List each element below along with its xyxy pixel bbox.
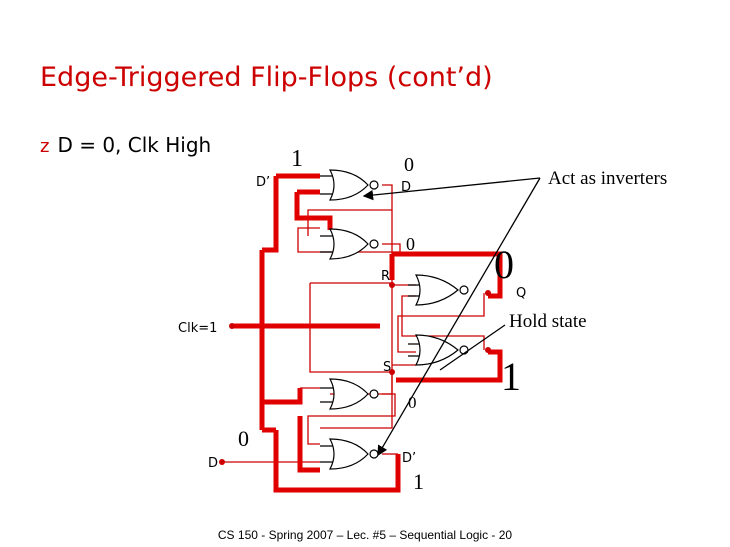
label-d-top: D <box>401 180 411 195</box>
value-top-one: 1 <box>291 146 303 172</box>
value-bottom-one: 1 <box>413 469 424 494</box>
signal-labels: D’ D R S Clk=1 D D’ Q <box>178 175 526 471</box>
value-q-zero: 0 <box>494 242 514 287</box>
nand-gate-q-bar <box>415 334 469 366</box>
label-d-prime-top: D’ <box>256 175 270 190</box>
thin-wires <box>222 184 485 463</box>
annotations: Act as inverters Hold state <box>509 168 667 332</box>
label-s: S <box>383 360 391 375</box>
nand-gate-2 <box>329 228 379 260</box>
nand-gate-1 <box>329 169 379 201</box>
label-d-input: D <box>208 456 218 471</box>
value-second-zero: 0 <box>406 234 415 254</box>
thick-wires <box>232 173 503 493</box>
value-fourth-zero: 0 <box>408 393 417 412</box>
arrow-hold-state <box>439 324 506 371</box>
annotation-hold-state: Hold state <box>509 311 587 332</box>
nand-gate-5 <box>329 438 379 470</box>
label-q: Q <box>516 286 526 301</box>
value-d-zero: 0 <box>238 426 249 451</box>
value-top-zero: 0 <box>404 154 414 176</box>
nand-gate-4 <box>329 378 379 410</box>
value-qbar-one: 1 <box>501 354 521 399</box>
nand-gate-3 <box>415 274 469 306</box>
annotation-arrows <box>362 177 541 457</box>
junction-dots <box>219 282 491 465</box>
bullet-text: D = 0, Clk High <box>57 133 212 157</box>
label-d-prime-bottom: D’ <box>402 451 416 466</box>
slide-title: Edge-Triggered Flip-Flops (cont’d) <box>40 62 493 93</box>
bullet-icon: z <box>40 136 50 157</box>
gates <box>320 169 469 470</box>
annotation-inverters: Act as inverters <box>548 168 667 189</box>
label-clk: Clk=1 <box>178 321 217 336</box>
value-labels: 1 0 0 0 1 0 0 1 <box>238 146 521 494</box>
arrow-inverters-top <box>362 177 541 201</box>
arrow-inverters-bottom <box>377 177 541 457</box>
label-r: R <box>381 269 390 284</box>
bullet-condition: z D = 0, Clk High <box>40 133 211 157</box>
slide-footer: CS 150 - Spring 2007 – Lec. #5 – Sequent… <box>217 528 513 542</box>
